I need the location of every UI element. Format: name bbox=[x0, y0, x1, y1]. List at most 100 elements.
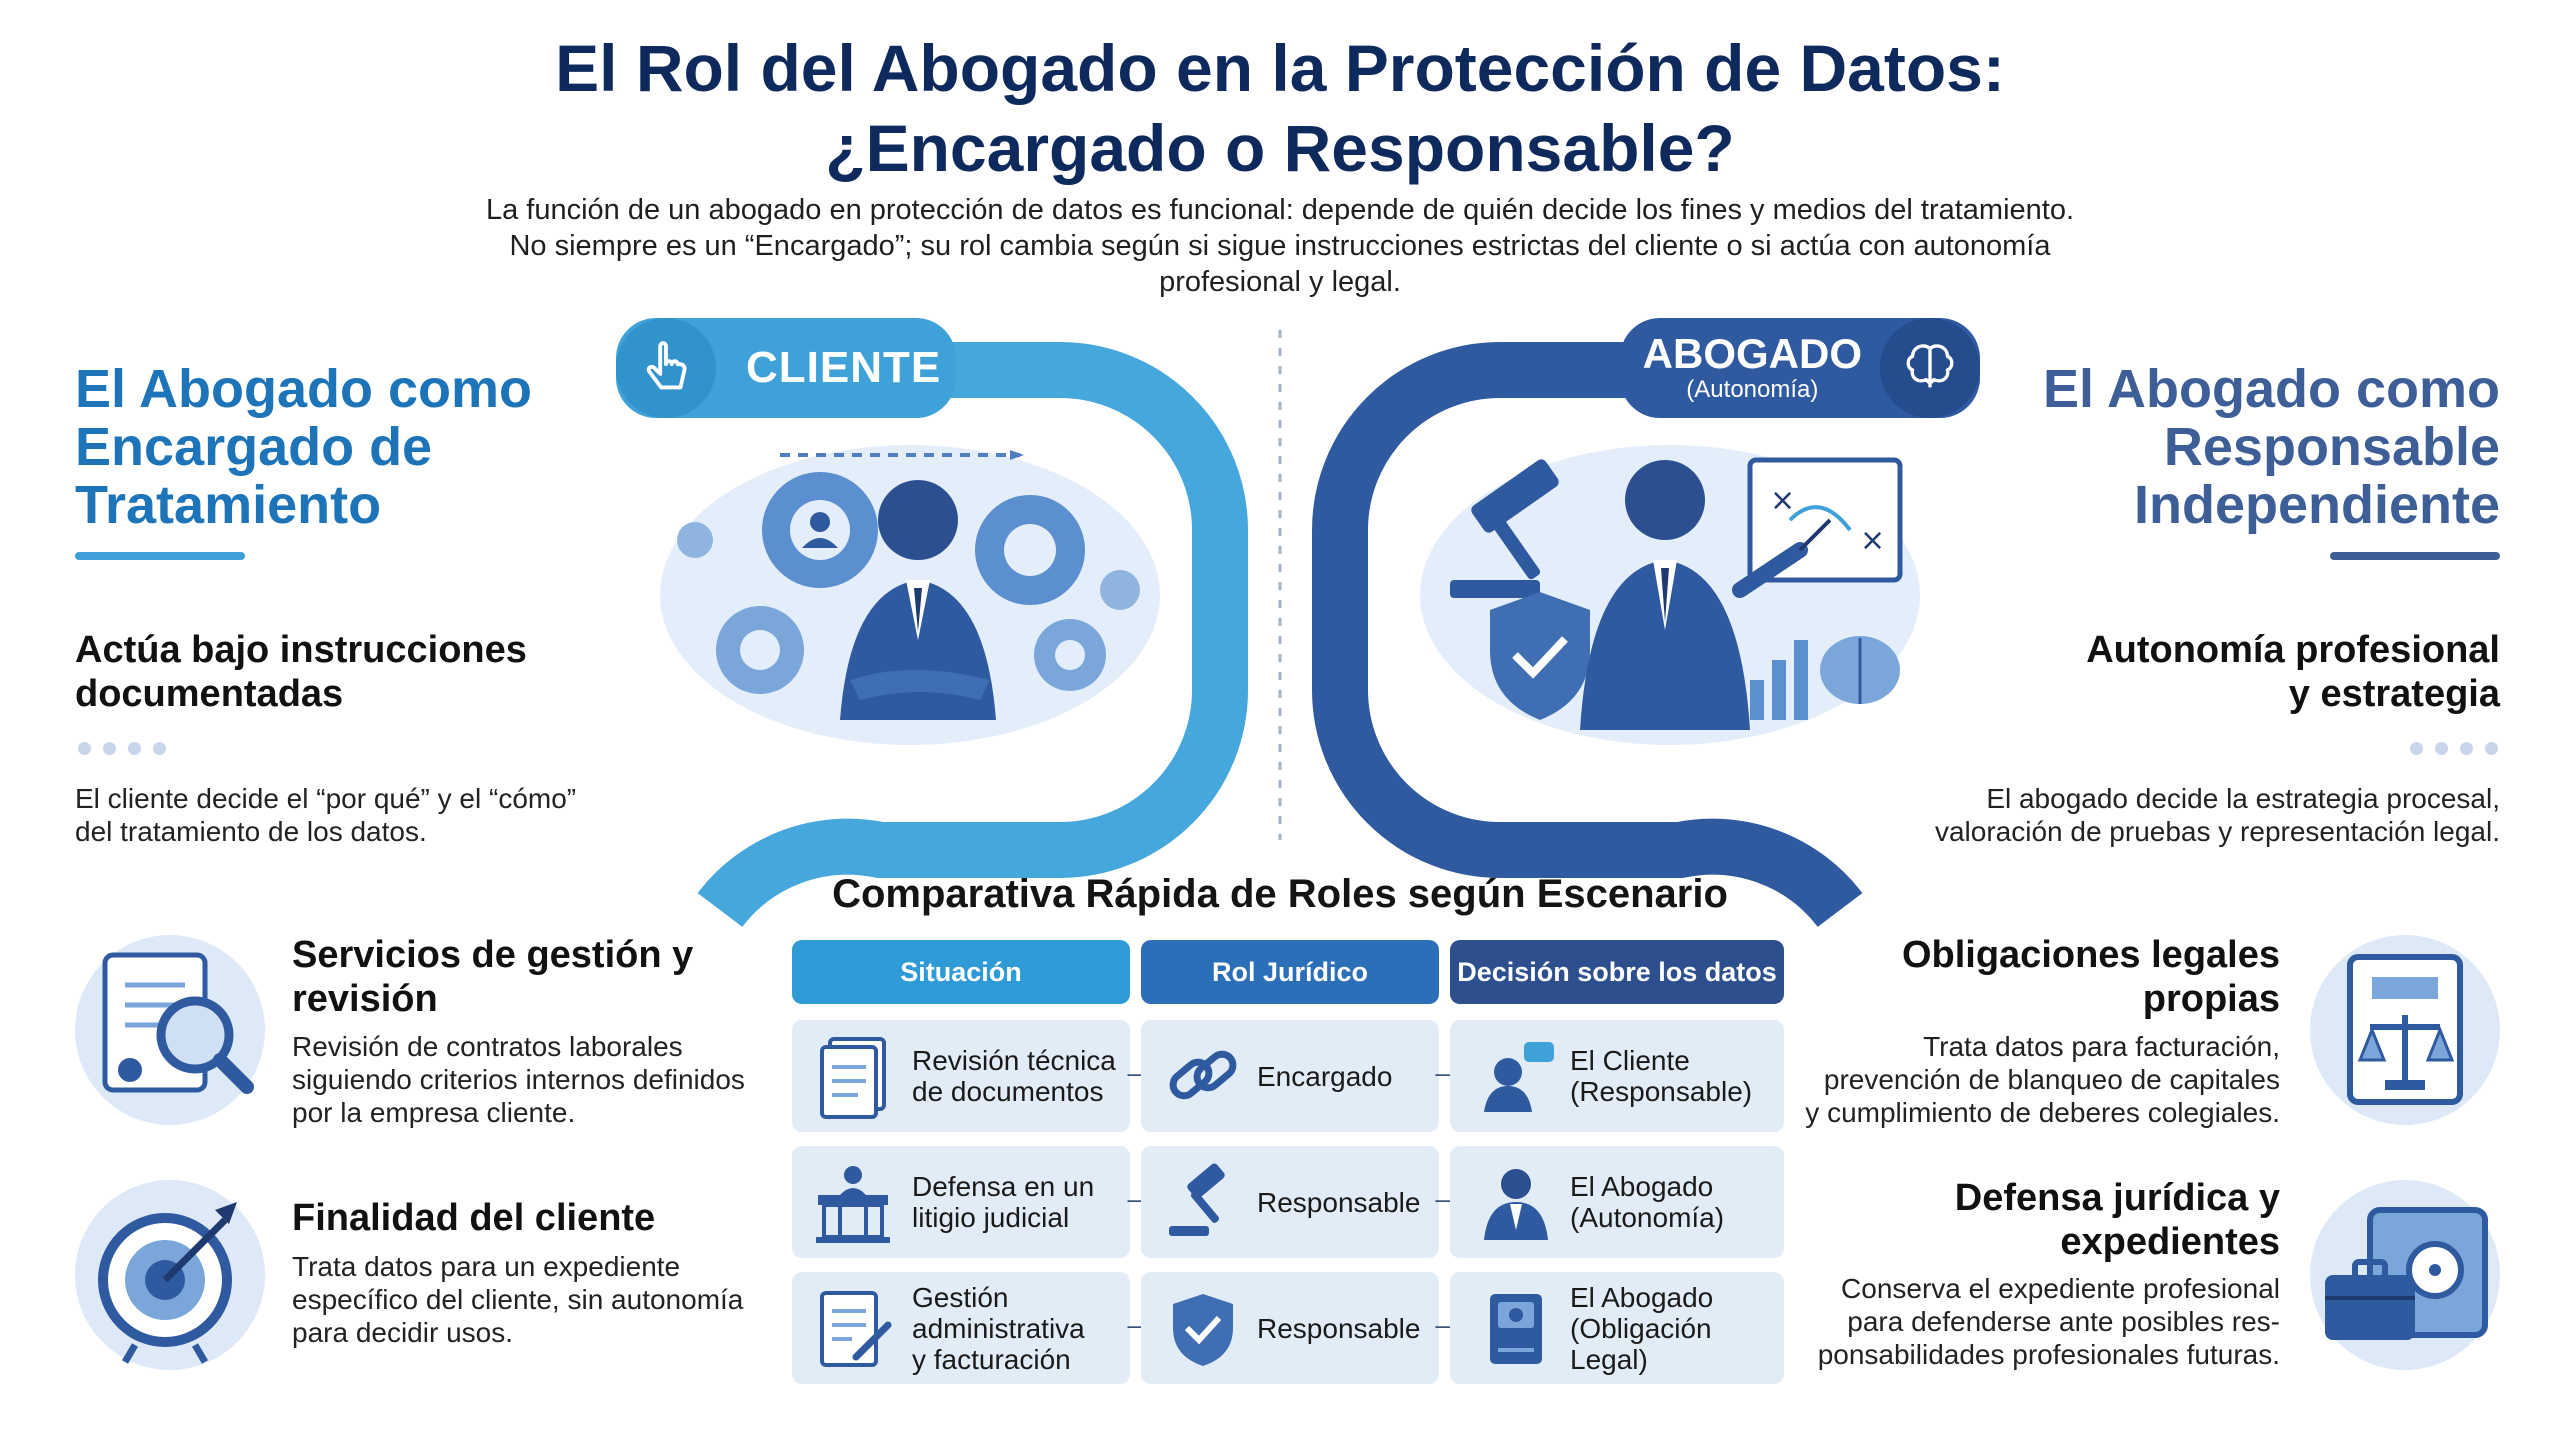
row-3-situacion-line-2: administrativa bbox=[912, 1312, 1085, 1344]
left-section1-title-line-1: Actúa bajo instrucciones bbox=[75, 629, 527, 671]
brain-icon bbox=[1880, 318, 1980, 418]
left-section2-title-line-2: revisión bbox=[292, 978, 438, 1020]
right-heading-underline bbox=[2330, 552, 2500, 560]
right-section3-text-line-1: Conserva el expediente profesional bbox=[1841, 1273, 2280, 1304]
row-3-rol: Responsable bbox=[1257, 1312, 1421, 1344]
table-row-1-situacion: Revisión técnica de documentos bbox=[792, 1020, 1130, 1132]
person-icon bbox=[840, 480, 996, 720]
safe-briefcase-icon bbox=[2310, 1180, 2500, 1370]
right-section2-title-line-1: Obligaciones legales bbox=[1901, 934, 2280, 976]
table-row-3-decision: El Abogado (Obligación Legal) bbox=[1450, 1272, 1784, 1384]
law-book-icon bbox=[1490, 1294, 1542, 1364]
left-section2-text-line-1: Revisión de contratos laborales bbox=[292, 1031, 683, 1062]
table-row-2-situacion: Defensa en un litigio judicial bbox=[792, 1146, 1130, 1258]
right-section2-text-line-2: prevención de blanqueo de capitales bbox=[1823, 1064, 2280, 1095]
table-row-1-decision: El Cliente (Responsable) bbox=[1450, 1020, 1784, 1132]
right-section1-text-line-2: valoración de pruebas y representación l… bbox=[1934, 816, 2500, 847]
page-title: El Rol del Abogado en la Protección de D… bbox=[0, 28, 2560, 188]
left-section2-title-line-1: Servicios de gestión y bbox=[292, 934, 694, 976]
subtitle-line-2: No siempre es un “Encargado”; su rol cam… bbox=[509, 230, 2051, 262]
comparison-title: Comparativa Rápida de Roles según Escena… bbox=[832, 872, 1728, 916]
left-section3-text-line-2: específico del cliente, sin autonomía bbox=[292, 1284, 744, 1315]
left-section1-text-line-2: del tratamiento de los datos. bbox=[75, 816, 427, 847]
right-heading-line-3: Independiente bbox=[2133, 475, 2500, 535]
right-section2-text-line-1: Trata datos para facturación, bbox=[1923, 1031, 2280, 1062]
cliente-pill: CLIENTE bbox=[616, 318, 956, 418]
right-heading: El Abogado como Responsable Independient… bbox=[1880, 360, 2500, 534]
row-2-situacion-line-2: litigio judicial bbox=[912, 1202, 1070, 1233]
left-heading: El Abogado como Encargado de Tratamiento bbox=[75, 360, 715, 534]
right-heading-line-2: Responsable bbox=[2163, 417, 2500, 477]
cliente-label: CLIENTE bbox=[746, 343, 942, 392]
table-row-3-situacion: Gestión administrativa y facturación bbox=[792, 1272, 1130, 1384]
right-section3-text: Conserva el expediente profesional para … bbox=[1780, 1272, 2280, 1371]
row-1-situacion-line-1: Revisión técnica bbox=[912, 1045, 1116, 1076]
lawyer-avatar-icon bbox=[1484, 1169, 1548, 1240]
person-icon bbox=[1580, 460, 1832, 730]
left-dots bbox=[78, 742, 178, 760]
brain-icon bbox=[1820, 636, 1900, 704]
right-section3-text-line-2: para defenderse ante posibles res- bbox=[1847, 1306, 2280, 1337]
left-section2-text: Revisión de contratos laborales siguiend… bbox=[292, 1030, 762, 1129]
subtitle: La función de un abogado en protección d… bbox=[380, 192, 2180, 300]
left-heading-underline bbox=[75, 552, 245, 560]
bar-chart-icon bbox=[1750, 640, 1808, 720]
right-section1-text-line-1: El abogado decide la estrategia procesal… bbox=[1986, 783, 2500, 814]
abogado-pill: ABOGADO (Autonomía) bbox=[1620, 318, 1980, 418]
shield-check-icon bbox=[1490, 592, 1590, 720]
cliente-curve bbox=[697, 342, 1248, 928]
subtitle-line-1: La función de un abogado en protección d… bbox=[485, 194, 2075, 226]
table-row-2-rol: Responsable bbox=[1141, 1146, 1439, 1258]
left-section3-text-line-3: para decidir usos. bbox=[292, 1317, 514, 1348]
right-section2-title: Obligaciones legales propias bbox=[1820, 933, 2280, 1021]
abogado-sub: (Autonomía) bbox=[1686, 376, 1819, 403]
title-line-1: El Rol del Abogado en la Protección de D… bbox=[555, 31, 2005, 105]
left-heading-line-2: Encargado de bbox=[75, 417, 433, 477]
row-1-decision-line-2: (Responsable) bbox=[1570, 1076, 1753, 1107]
row-2-rol: Responsable bbox=[1257, 1186, 1421, 1218]
gear-icon bbox=[716, 606, 804, 694]
right-section3-title-line-2: expedientes bbox=[2060, 1221, 2280, 1263]
left-section1-title-line-2: documentadas bbox=[75, 673, 344, 715]
table-row-1-rol: Encargado bbox=[1141, 1020, 1439, 1132]
abogado-curve bbox=[1312, 342, 1863, 928]
svg-text:×: × bbox=[1770, 483, 1795, 518]
left-section3-title: Finalidad del cliente bbox=[292, 1197, 656, 1239]
right-section3-title-line-1: Defensa jurídica y bbox=[1954, 1177, 2280, 1219]
row-1-rol: Encargado bbox=[1257, 1060, 1393, 1092]
subtitle-line-3: profesional y legal. bbox=[1159, 266, 1401, 298]
right-section1-title-line-1: Autonomía profesional bbox=[2086, 629, 2500, 671]
target-icon bbox=[75, 1180, 265, 1370]
left-section3-text: Trata datos para un expediente específic… bbox=[292, 1250, 762, 1349]
shield-check-icon bbox=[1173, 1294, 1233, 1366]
gear-icon bbox=[975, 495, 1085, 605]
courtroom-icon bbox=[816, 1166, 890, 1243]
gavel-icon bbox=[1450, 459, 1559, 598]
table-row-3-rol: Responsable bbox=[1141, 1272, 1439, 1384]
cliente-illustration bbox=[660, 445, 1160, 745]
gavel-icon bbox=[1169, 1163, 1225, 1236]
left-section1-text: El cliente decide el “por qué” y el “cóm… bbox=[75, 782, 715, 848]
row-1-situacion-line-2: de documentos bbox=[912, 1076, 1104, 1107]
title-line-2: ¿Encargado o Responsable? bbox=[825, 111, 1735, 185]
table-header-rol: Rol Jurídico bbox=[1141, 940, 1439, 1004]
legal-book-scales-icon bbox=[2310, 935, 2500, 1125]
right-heading-line-1: El Abogado como bbox=[2043, 359, 2500, 419]
row-3-situacion-line-3: y facturación bbox=[912, 1343, 1071, 1375]
right-section2-text-line-3: y cumplimiento de deberes colegiales. bbox=[1805, 1097, 2280, 1128]
right-section2-title-line-2: propias bbox=[2142, 978, 2280, 1020]
abogado-illustration: × × bbox=[1420, 445, 1920, 745]
document-pen-icon bbox=[820, 1291, 892, 1367]
abogado-label: ABOGADO bbox=[1642, 330, 1862, 377]
table-header-decision: Decisión sobre los datos bbox=[1450, 940, 1784, 1004]
table-row-2-decision: El Abogado (Autonomía) bbox=[1450, 1146, 1784, 1258]
row-2-situacion-line-1: Defensa en un bbox=[912, 1171, 1095, 1202]
client-chat-icon bbox=[1484, 1042, 1554, 1112]
left-section1-text-line-1: El cliente decide el “por qué” y el “cóm… bbox=[75, 783, 577, 814]
row-3-situacion-line-1: Gestión bbox=[912, 1281, 1009, 1313]
right-dots bbox=[2410, 742, 2510, 760]
row-2-decision-line-2: (Autonomía) bbox=[1570, 1202, 1725, 1233]
left-section2-title: Servicios de gestión y revisión bbox=[292, 933, 752, 1021]
right-section2-text: Trata datos para facturación, prevención… bbox=[1780, 1030, 2280, 1129]
